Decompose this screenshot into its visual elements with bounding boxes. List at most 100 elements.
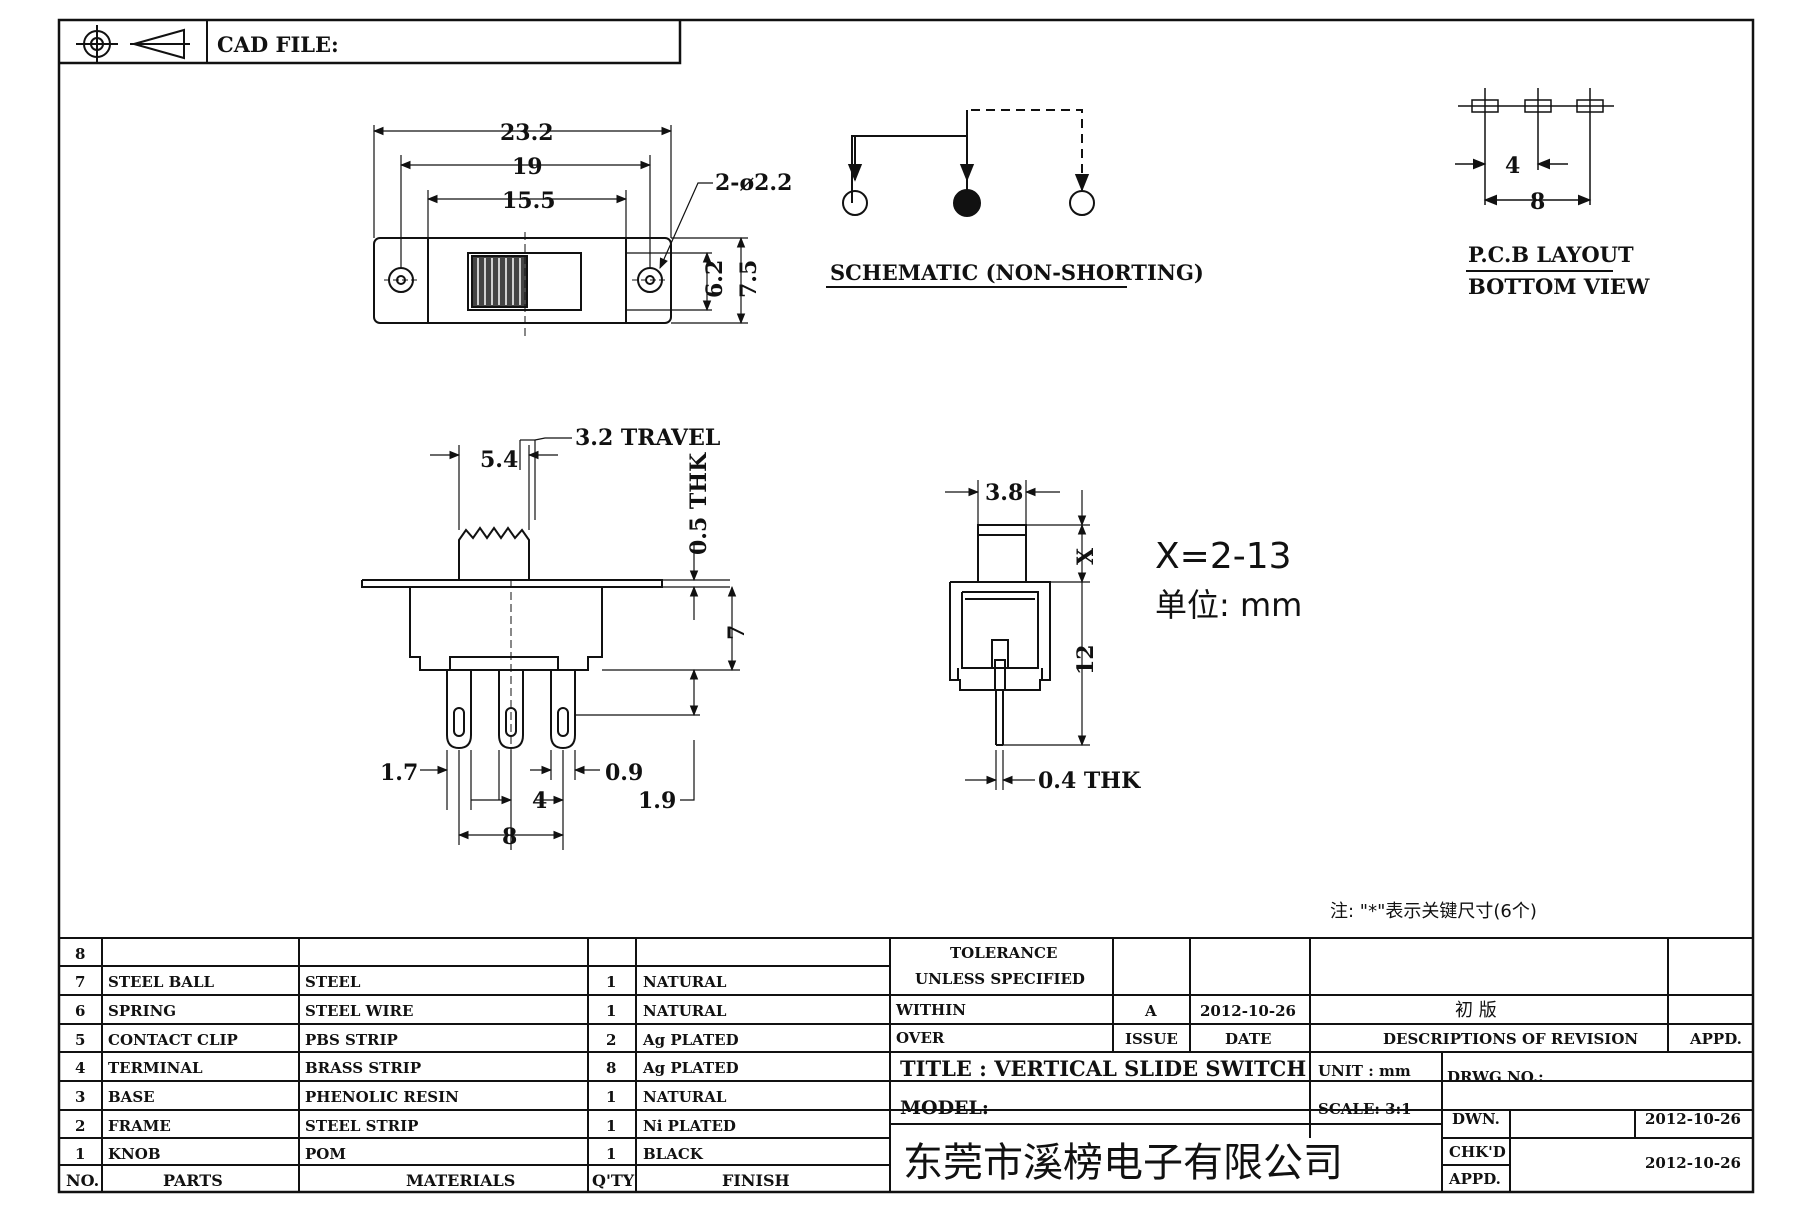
x-range-label: X=2-13 xyxy=(1155,536,1292,577)
bom-table-grid xyxy=(59,937,1753,1192)
sheet-border xyxy=(57,18,1755,1194)
bom-cell-finish: Ni PLATED xyxy=(643,1117,736,1135)
drawing-title: TITLE : VERTICAL SLIDE SWITCH xyxy=(900,1056,1306,1081)
pcb-dim-span: 8 xyxy=(1530,189,1545,215)
model-label: MODEL: xyxy=(900,1097,989,1119)
revision-issue-value: A xyxy=(1144,1002,1157,1020)
bom-cell-no: 7 xyxy=(75,973,85,991)
checked-by-label: CHK'D xyxy=(1449,1143,1506,1161)
bom-cell-parts: TERMINAL xyxy=(108,1059,203,1077)
bom-header-finish: FINISH xyxy=(722,1171,790,1190)
dim-pin-thickness: 0.4 THK xyxy=(1038,768,1141,794)
bom-cell-materials: STEEL WIRE xyxy=(305,1002,413,1020)
unit-label: 单位: mm xyxy=(1155,586,1302,624)
drawing-unit: UNIT : mm xyxy=(1318,1062,1411,1080)
side-view xyxy=(949,524,1051,746)
cad-file-label: CAD FILE: xyxy=(217,32,339,57)
bom-cell-finish: NATURAL xyxy=(643,973,727,991)
bom-row: 4 TERMINAL BRASS STRIP 8 Ag PLATED xyxy=(75,1059,739,1077)
dim-left-offset: 1.7 xyxy=(380,760,418,786)
dim-frame-thickness: 0.5 THK xyxy=(686,452,712,555)
bom-cell-qty: 2 xyxy=(606,1031,616,1049)
bom-cell-no: 5 xyxy=(75,1031,85,1049)
bom-row: 7 STEEL BALL STEEL 1 NATURAL xyxy=(75,973,727,991)
bom-cell-finish: NATURAL xyxy=(643,1088,727,1106)
dim-side-x: X xyxy=(1073,547,1099,565)
bom-cell-materials: PHENOLIC RESIN xyxy=(305,1088,459,1106)
dim-travel: 3.2 TRAVEL xyxy=(575,425,720,451)
drawing-number-label: DRWG NO.: xyxy=(1447,1068,1544,1086)
dim-pin-span: 8 xyxy=(502,824,517,850)
pcb-label-line1: P.C.B LAYOUT xyxy=(1468,242,1634,267)
bom-cell-finish: NATURAL xyxy=(643,1002,727,1020)
key-dimension-note: 注: "*"表示关键尺寸(6个) xyxy=(1330,901,1537,922)
bom-cell-parts: SPRING xyxy=(108,1002,176,1020)
front-view-dimensions xyxy=(420,437,740,850)
bom-cell-no: 1 xyxy=(75,1145,85,1163)
schematic-diagram xyxy=(826,109,1127,288)
bom-cell-qty: 1 xyxy=(606,973,616,991)
bom-row: 3 BASE PHENOLIC RESIN 1 NATURAL xyxy=(75,1088,727,1106)
bom-header-parts: PARTS xyxy=(163,1171,223,1190)
revision-date-value: 2012-10-26 xyxy=(1200,1002,1296,1020)
dim-body-width: 15.5 xyxy=(502,188,556,214)
third-angle-projection-icon xyxy=(76,25,190,63)
pcb-label-line2: BOTTOM VIEW xyxy=(1468,274,1650,299)
top-view xyxy=(372,125,748,338)
bom-cell-materials: STEEL xyxy=(305,973,361,991)
drawn-by-label: DWN. xyxy=(1452,1110,1500,1128)
bom-row: 8 xyxy=(75,945,85,963)
dim-pin-width: 0.9 xyxy=(605,760,643,786)
bom-cell-finish: Ag PLATED xyxy=(642,1031,739,1049)
tolerance-over: OVER xyxy=(896,1029,945,1047)
revision-issue-label: ISSUE xyxy=(1125,1030,1178,1048)
bom-cell-materials: BRASS STRIP xyxy=(305,1059,421,1077)
dim-pin-length: 1.9 xyxy=(638,788,676,814)
bom-cell-qty: 1 xyxy=(606,1088,616,1106)
header-block: CAD FILE: xyxy=(59,20,682,65)
bom-cell-parts: STEEL BALL xyxy=(108,973,214,991)
title-block-grid xyxy=(890,938,1753,1192)
dim-inner-height: 6.2 xyxy=(702,260,728,298)
dim-hole-spacing: 19 xyxy=(512,154,543,180)
tolerance-within: WITHIN xyxy=(895,1001,966,1019)
front-view xyxy=(361,526,663,760)
title-block: TOLERANCE UNLESS SPECIFIED WITHIN OVER A… xyxy=(895,944,1742,1188)
terminal-right-circle xyxy=(1069,190,1095,216)
tolerance-line1: TOLERANCE xyxy=(950,944,1057,962)
dim-side-knob-width: 3.8 xyxy=(985,480,1023,506)
bom-cell-qty: 1 xyxy=(606,1145,616,1163)
dim-hole-diameter: 2-ø2.2 xyxy=(715,170,792,196)
dim-outer-height: 7.5 xyxy=(736,260,762,298)
dim-pin-pitch: 4 xyxy=(532,788,547,814)
bom-cell-materials: STEEL STRIP xyxy=(305,1117,418,1135)
checked-date: 2012-10-26 xyxy=(1645,1154,1741,1172)
bom-cell-parts: KNOB xyxy=(108,1145,161,1163)
revision-date-label: DATE xyxy=(1225,1030,1271,1048)
terminal-left-circle xyxy=(842,190,868,216)
bom-cell-qty: 8 xyxy=(606,1059,616,1077)
bom-cell-materials: PBS STRIP xyxy=(305,1031,398,1049)
bom-cell-finish: Ag PLATED xyxy=(642,1059,739,1077)
drawn-date: 2012-10-26 xyxy=(1645,1110,1741,1128)
dim-side-height: 12 xyxy=(1073,644,1099,675)
schematic-label: SCHEMATIC (NON-SHORTING) xyxy=(830,260,1204,285)
bom-cell-no: 8 xyxy=(75,945,85,963)
bom-cell-parts: BASE xyxy=(108,1088,155,1106)
bom-cell-no: 4 xyxy=(75,1059,85,1077)
bom-header-qty: Q'TY xyxy=(592,1171,635,1190)
dim-body-height: 7 xyxy=(724,625,750,640)
bom-cell-materials: POM xyxy=(305,1145,346,1163)
tolerance-line2: UNLESS SPECIFIED xyxy=(915,970,1085,988)
bom-cell-parts: CONTACT CLIP xyxy=(108,1031,238,1049)
bom-header-materials: MATERIALS xyxy=(406,1171,515,1190)
bom-cell-no: 2 xyxy=(75,1117,85,1135)
side-view-dimensions xyxy=(945,480,1090,790)
bom-cell-no: 3 xyxy=(75,1088,85,1106)
bom-cell-qty: 1 xyxy=(606,1117,616,1135)
approved-by-label: APPD. xyxy=(1448,1170,1501,1188)
